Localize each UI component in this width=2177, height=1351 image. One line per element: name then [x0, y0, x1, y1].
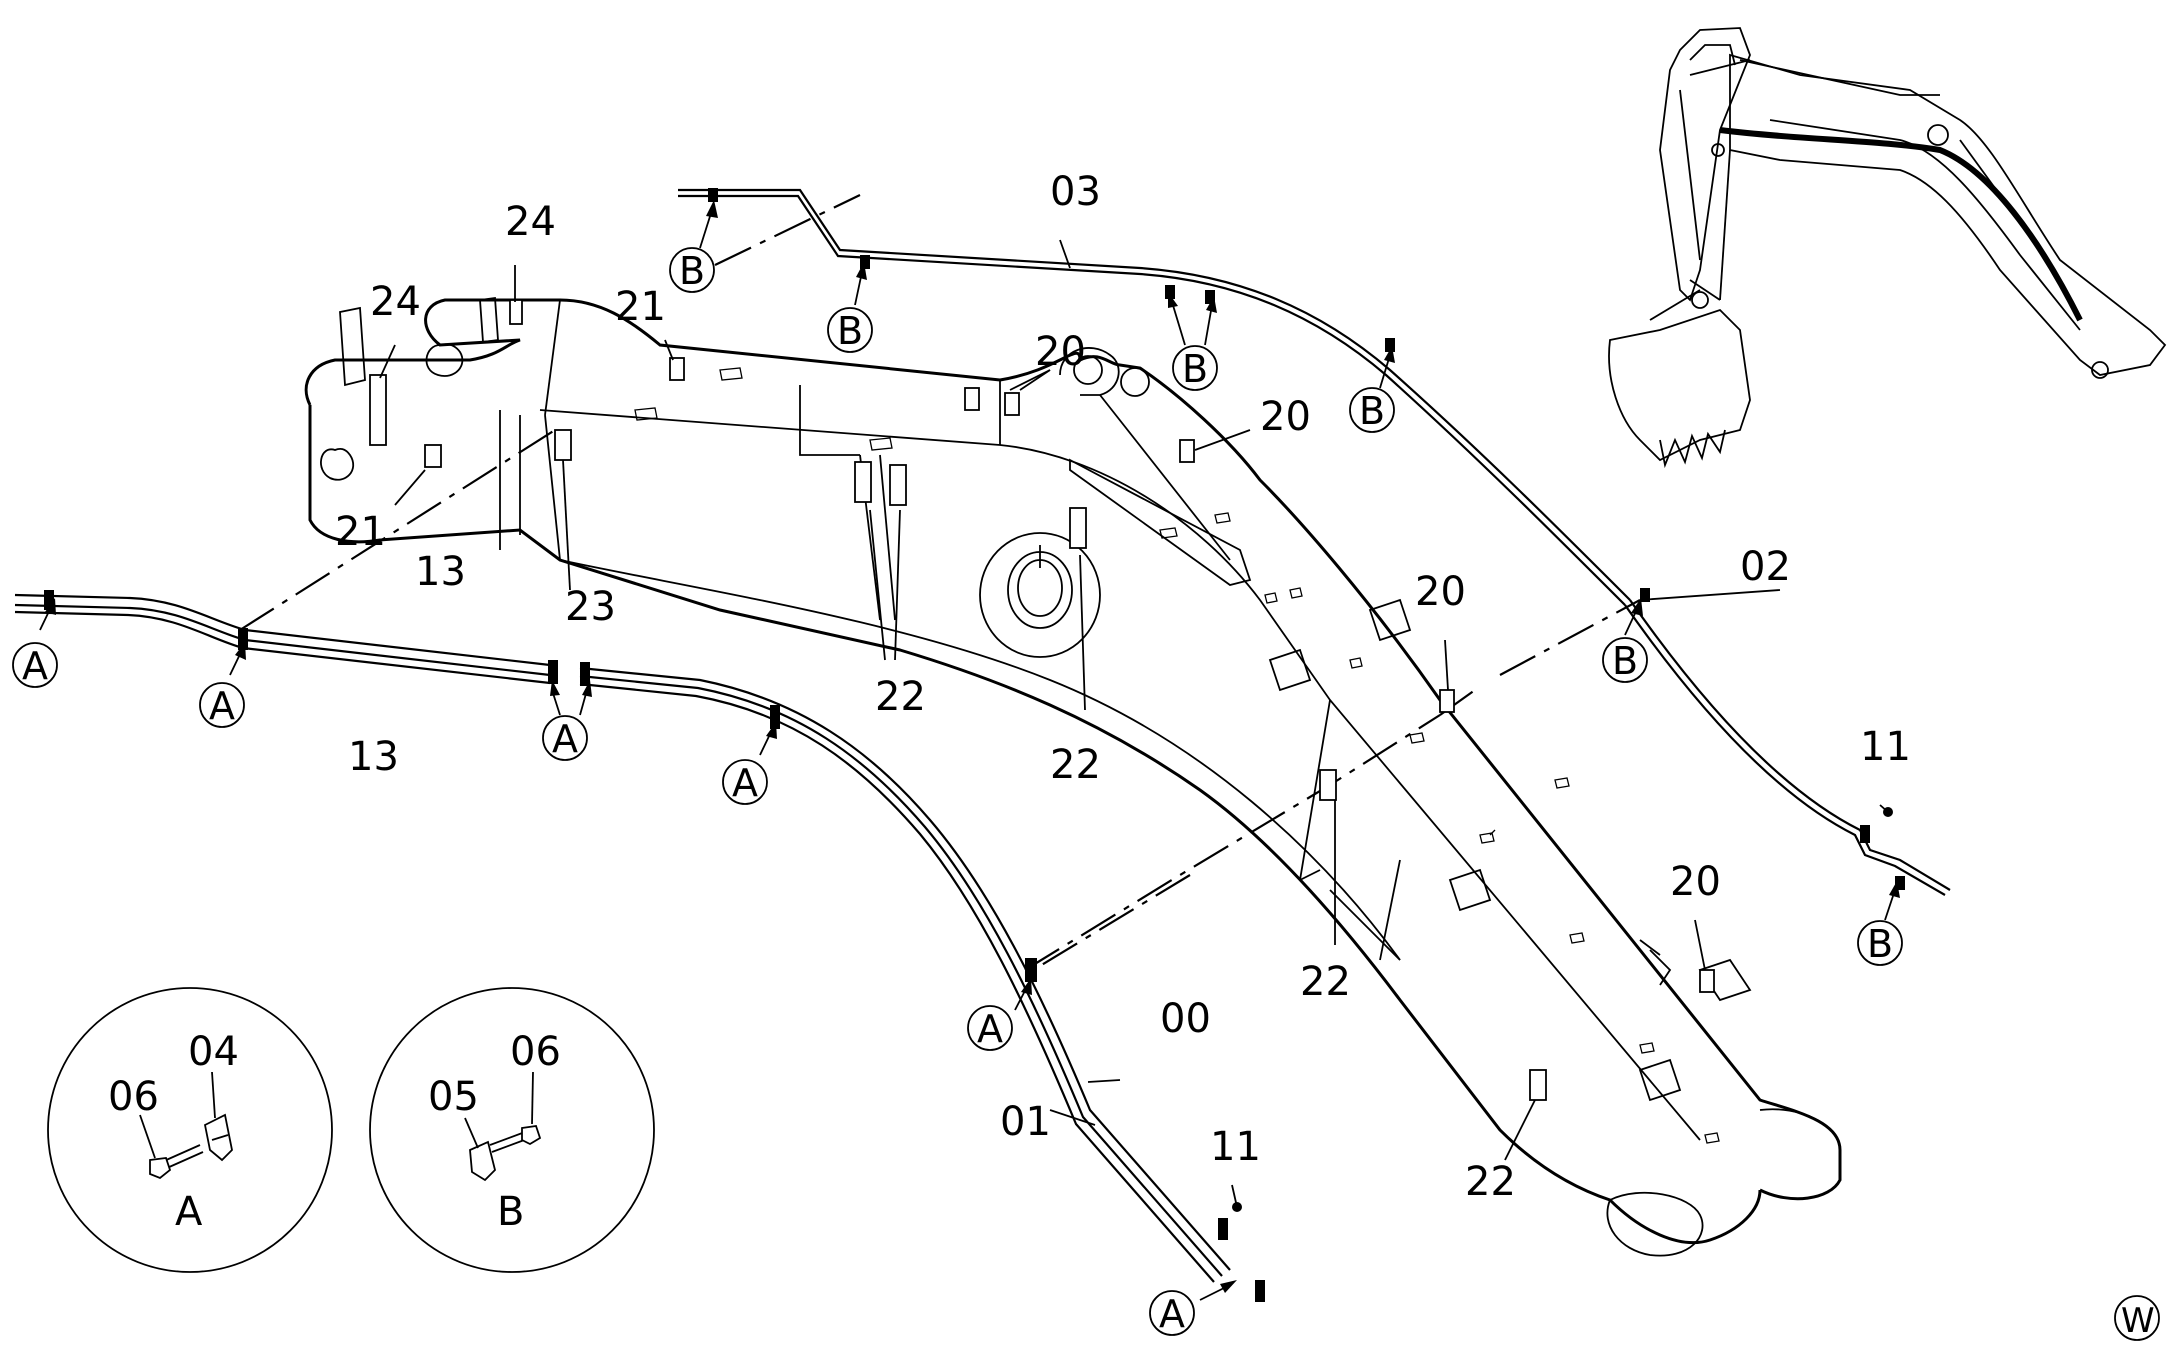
key-view-excavator [1608, 27, 2167, 469]
callout-11-lower: 11 [1210, 1124, 1261, 1170]
boom-clamps [369, 299, 1715, 1101]
svg-text:B: B [679, 249, 705, 293]
callout-13-lower: 13 [348, 734, 399, 780]
ref-b-4: B [1349, 346, 1395, 433]
callout-leaders [379, 239, 1889, 1208]
callout-24-left: 24 [370, 279, 421, 325]
callout-22-boss: 22 [1050, 742, 1101, 788]
svg-text:B: B [1612, 639, 1638, 683]
leader-lines [239, 194, 1641, 976]
svg-text:B: B [1182, 347, 1208, 391]
pipe-line-01 [579, 666, 1231, 1283]
pipe-line-03 [678, 188, 1631, 606]
ref-a-2: A [199, 642, 246, 728]
callout-11-upper: 11 [1860, 724, 1911, 770]
ref-b-2: B [827, 262, 873, 353]
detail-a: 06 04 A [47, 987, 333, 1273]
ref-a-5: A [967, 978, 1032, 1051]
ref-a-1: A [12, 598, 58, 688]
detail-a-part-04: 04 [188, 1029, 239, 1075]
svg-text:B: B [1867, 922, 1893, 966]
corner-mark: W [2114, 1295, 2160, 1341]
callout-24-top: 24 [505, 199, 556, 245]
svg-text:W: W [2121, 1301, 2155, 1341]
callout-23: 23 [565, 584, 616, 630]
boom-assembly [304, 296, 1842, 1257]
detail-b-label: B [497, 1189, 524, 1235]
ref-a-6: A [1149, 1280, 1237, 1336]
callout-22-front: 22 [1300, 959, 1351, 1005]
detail-b-part-05: 05 [428, 1074, 479, 1120]
ref-a-3: A [542, 680, 592, 761]
ref-b-3: B [1168, 292, 1218, 391]
detail-references: A A A A A A [12, 200, 1903, 1336]
svg-text:B: B [1359, 389, 1385, 433]
callout-numbers: 00 01 02 03 11 11 13 13 20 20 20 20 21 2… [335, 169, 1911, 1205]
callout-01: 01 [1000, 1099, 1051, 1145]
callout-20-top: 20 [1035, 329, 1086, 375]
pipe-line-02 [1624, 599, 1951, 896]
svg-text:A: A [1159, 1292, 1185, 1336]
callout-21-left: 21 [335, 509, 386, 555]
ref-b-1: B [669, 200, 718, 293]
ref-a-4: A [722, 722, 777, 805]
clamp-markers [44, 188, 1905, 1302]
detail-b: 05 06 B [369, 987, 655, 1273]
callout-22-end: 22 [1465, 1159, 1516, 1205]
svg-text:A: A [552, 717, 578, 761]
callout-13-upper: 13 [415, 549, 466, 595]
svg-text:A: A [732, 761, 758, 805]
detail-a-part-06: 06 [108, 1074, 159, 1120]
callout-22-mid: 22 [875, 674, 926, 720]
detail-a-label: A [175, 1189, 203, 1235]
svg-text:A: A [22, 644, 48, 688]
ref-b-6: B [1857, 881, 1903, 966]
callout-20-front: 20 [1670, 859, 1721, 905]
svg-text:B: B [837, 309, 863, 353]
svg-text:A: A [209, 684, 235, 728]
callout-02: 02 [1740, 544, 1791, 590]
callout-00: 00 [1160, 996, 1211, 1042]
callout-21-top: 21 [615, 284, 666, 330]
callout-20-right: 20 [1260, 394, 1311, 440]
ref-b-5: B [1602, 598, 1648, 683]
detail-b-part-06: 06 [510, 1029, 561, 1075]
callout-20-mid: 20 [1415, 569, 1466, 615]
callout-03: 03 [1050, 169, 1101, 215]
svg-text:A: A [977, 1007, 1003, 1051]
pipe-line-13 [14, 593, 551, 685]
